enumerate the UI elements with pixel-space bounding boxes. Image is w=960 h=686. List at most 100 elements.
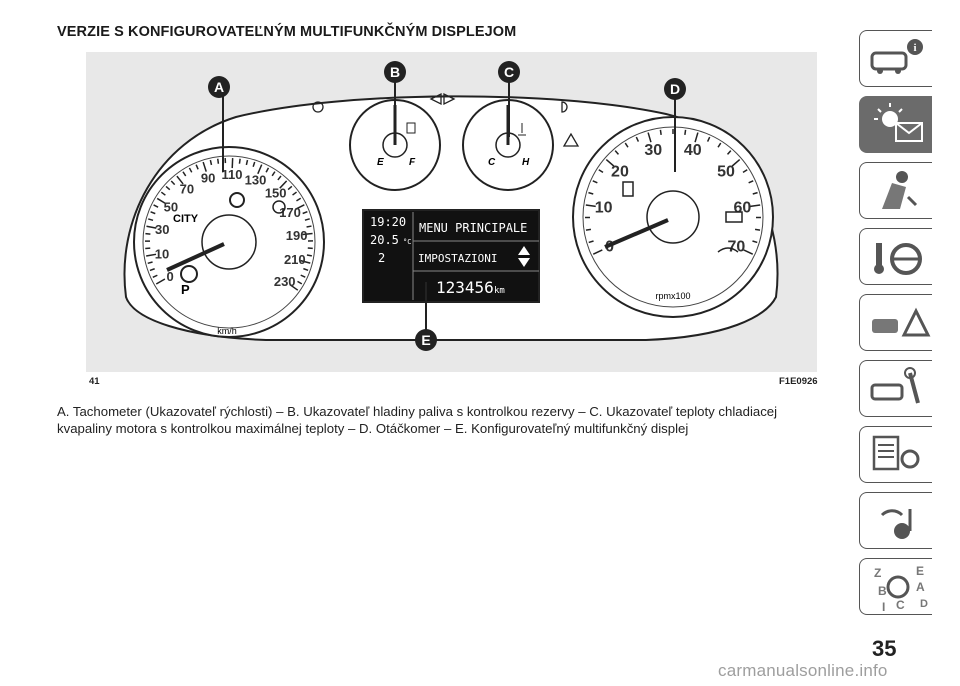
fuel-empty-label: E — [377, 157, 384, 168]
fog-light-icon — [312, 101, 324, 113]
rpm-scale-tick — [684, 129, 687, 135]
tab-safety[interactable] — [859, 162, 932, 219]
multimedia-icon — [880, 509, 912, 539]
speed-scale-tick — [146, 225, 157, 229]
rpm-scale-tick — [585, 228, 592, 231]
display-odometer: 123456 — [436, 278, 494, 297]
speed-scale-tick — [238, 158, 241, 164]
tab-car-info[interactable]: i — [859, 30, 932, 87]
warning-brake-icon — [180, 265, 198, 283]
tachometer: 010203040506070 rpmx100 — [572, 116, 774, 318]
warning-attention-icon — [229, 192, 245, 208]
driving-icon — [874, 243, 922, 275]
figure-number: 41 — [89, 376, 100, 387]
display-menu-item: IMPOSTAZIONI — [418, 252, 497, 265]
svg-text:C: C — [896, 598, 905, 612]
rpm-scale-tick — [731, 159, 741, 167]
tab-technical-data[interactable] — [859, 426, 932, 483]
callout-d — [664, 78, 686, 100]
rpm-scale-tick — [748, 180, 754, 184]
speed-scale-label: 230 — [274, 274, 296, 289]
speed-scale-tick — [245, 159, 249, 166]
speed-scale-tick — [188, 167, 193, 173]
rpm-scale-tick — [752, 240, 758, 244]
svg-text:E: E — [421, 332, 430, 348]
svg-text:D: D — [670, 81, 680, 97]
coolant-icon — [518, 123, 526, 136]
rpm-scale-tick — [614, 150, 620, 155]
speed-scale-tick — [304, 218, 310, 221]
speed-scale-tick — [289, 283, 299, 291]
speed-scale-tick — [195, 164, 199, 170]
watermark: carmanualsonline.info — [718, 661, 888, 680]
rpm-scale-tick — [635, 136, 640, 142]
speed-scale-tick — [306, 254, 312, 257]
speed-scale-tick — [279, 180, 288, 189]
svg-text:B: B — [878, 584, 887, 598]
rpm-scale-tick — [752, 191, 758, 195]
technical-data-icon — [872, 435, 920, 471]
temp-hot-label: H — [522, 157, 530, 168]
display-temperature: 20.5 — [370, 233, 399, 247]
speed-scale-tick — [147, 261, 153, 265]
tab-warning-lights[interactable] — [859, 96, 932, 153]
rpm-scale-tick — [585, 204, 596, 208]
display-odometer-unit: km — [494, 286, 505, 296]
display-time: 19:20 — [370, 215, 406, 229]
speed-scale-tick — [156, 197, 167, 205]
speed-scale-label: 190 — [286, 228, 308, 243]
safety-seat-icon — [882, 171, 918, 209]
tachometer-needle — [604, 218, 669, 249]
turn-signal-icons — [429, 92, 456, 106]
speed-scale-tick — [306, 225, 312, 228]
abs-icon — [272, 200, 286, 214]
svg-text:D: D — [920, 598, 928, 610]
rpm-scale-tick — [659, 129, 662, 135]
speed-scale-tick — [160, 191, 166, 196]
speed-scale-tick — [216, 158, 220, 164]
emergency-icon — [872, 307, 931, 337]
speed-scale-tick — [202, 161, 207, 172]
svg-text:A: A — [214, 79, 224, 95]
svg-text:C: C — [504, 64, 514, 80]
tab-multimedia[interactable] — [859, 492, 932, 549]
speed-scale-tick — [303, 267, 309, 272]
speedometer-needle — [166, 242, 225, 272]
speed-scale-tick — [252, 161, 256, 168]
rpm-scale-tick — [592, 249, 603, 255]
svg-text:I: I — [882, 600, 885, 614]
rpm-scale-tick — [750, 204, 761, 208]
rpm-scale-tick — [588, 240, 594, 244]
tab-emergency[interactable] — [859, 294, 932, 351]
callout-c — [498, 61, 520, 83]
speed-scale-tick — [152, 274, 158, 279]
tab-maintenance[interactable] — [859, 360, 932, 417]
speed-scale-tick — [170, 180, 176, 186]
rpm-scale-tick — [598, 169, 604, 174]
speed-scale-label: 130 — [245, 172, 267, 187]
rpm-scale-label: 10 — [595, 199, 613, 216]
speed-scale-label: 10 — [155, 246, 169, 261]
speed-scale-tick — [176, 175, 184, 185]
svg-text:E: E — [916, 564, 924, 578]
hazard-warning-icon — [562, 132, 580, 147]
battery-icon — [725, 211, 743, 223]
city-label: CITY — [173, 213, 199, 225]
display-temp-unit: °C — [403, 238, 411, 246]
fuel-warning-icon — [622, 181, 634, 197]
speed-scale-tick — [146, 253, 157, 257]
speed-scale-tick — [182, 171, 187, 177]
maintenance-icon — [870, 367, 920, 404]
speed-scale-tick — [271, 171, 276, 177]
display-gear: 2 — [378, 251, 385, 265]
tab-driving[interactable] — [859, 228, 932, 285]
rpm-scale-tick — [624, 142, 629, 148]
rpm-scale-tick — [588, 191, 594, 195]
temp-cold-label: C — [488, 157, 496, 168]
rpm-scale-tick — [605, 159, 615, 167]
speed-scale-tick — [277, 175, 282, 181]
rpm-scale-label: 70 — [728, 239, 746, 256]
